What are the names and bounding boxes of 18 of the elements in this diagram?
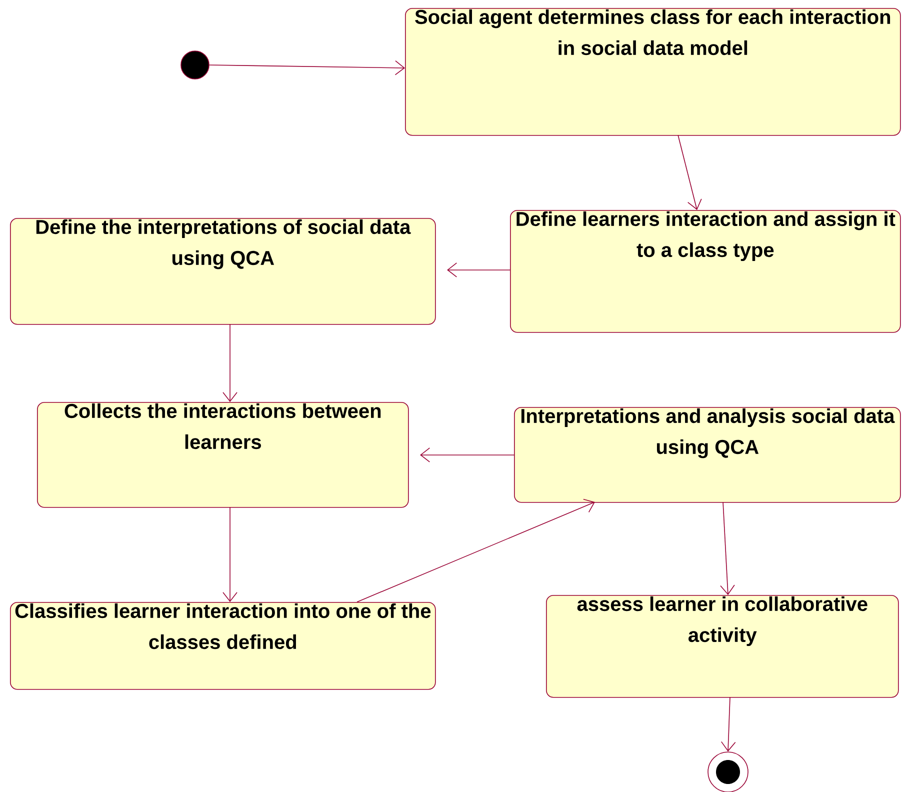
end-bullseye [708, 752, 748, 792]
activity-box: assess learner in collaborative activity [546, 594, 899, 698]
activity-box: Define learners interaction and assign it to a class type [510, 210, 901, 333]
arrow [678, 134, 702, 210]
arrow [420, 448, 514, 462]
arrow [222, 324, 238, 402]
activity-box: Define the interpretations of social data using QCA [10, 218, 436, 325]
arrow [356, 498, 595, 602]
start-dot [180, 50, 210, 80]
arrow [720, 696, 736, 752]
arrow [447, 262, 510, 278]
activity-box: Classifies learner interaction into one of the classes defined [10, 602, 436, 690]
arrow [222, 506, 238, 602]
activity-box: Collects the interactions between learners [37, 402, 409, 508]
activity-box: Interpretations and analysis social data using QCA [514, 406, 901, 503]
arrow [209, 60, 405, 76]
arrow [720, 502, 735, 595]
activity-box: Social agent determines class for each interaction in social data model [405, 8, 901, 136]
